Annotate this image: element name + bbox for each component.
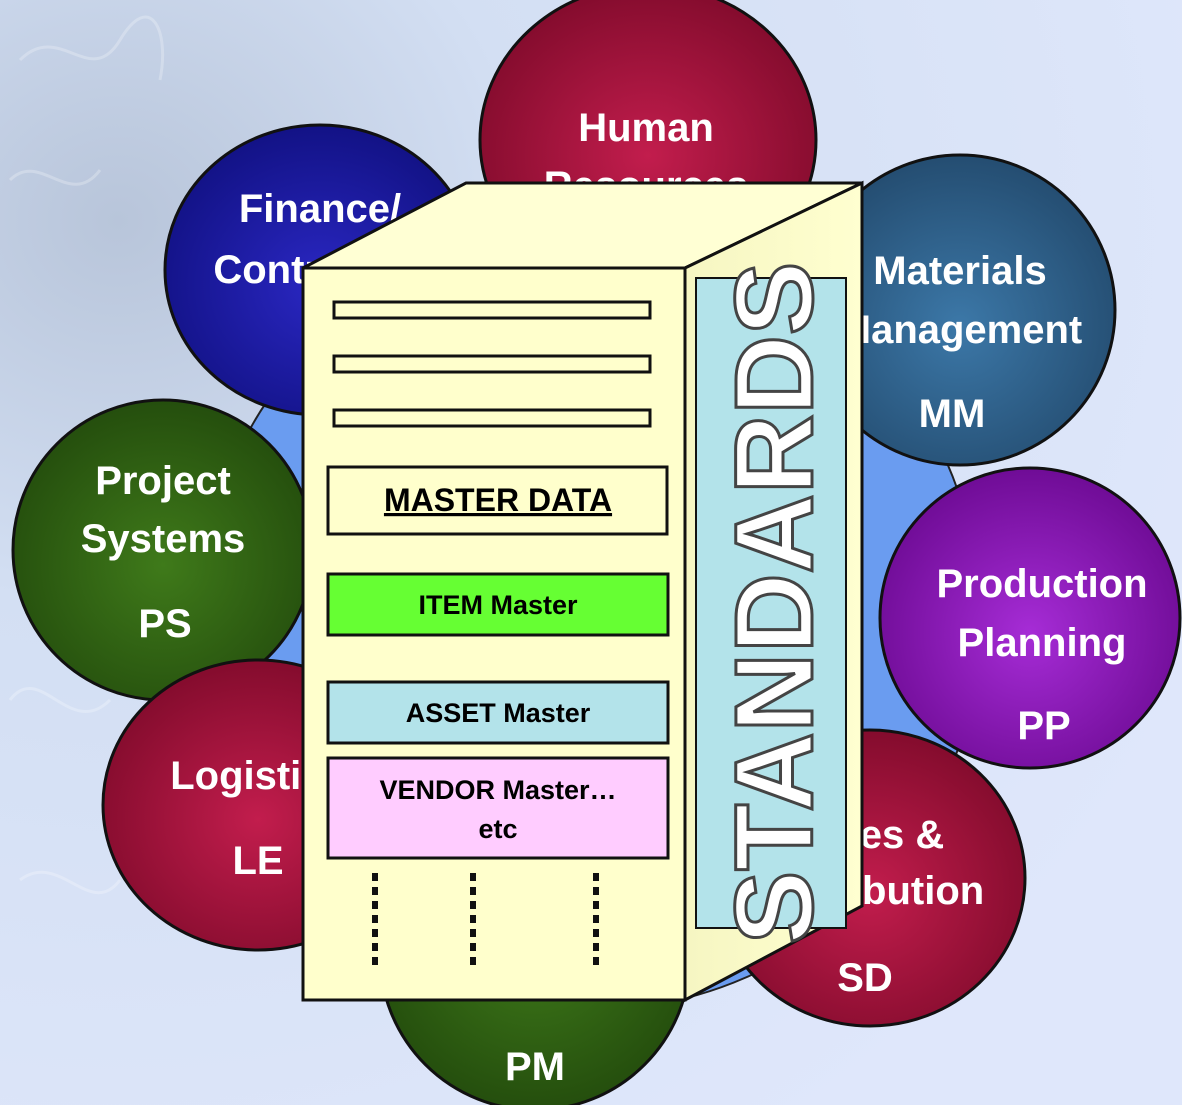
standards-panel	[695, 277, 847, 929]
asset-master-label: ASSET Master	[406, 698, 591, 728]
vendor-master-line1: VENDOR Master…	[379, 775, 616, 805]
module-ps-line3: PS	[138, 602, 191, 646]
drive-slot-1	[332, 300, 652, 320]
module-pp-line2: Planning	[958, 621, 1127, 665]
master-data-box	[326, 465, 669, 536]
drive-slot-3	[332, 408, 652, 428]
module-le-line2: LE	[232, 839, 283, 883]
vendor-master-line2: etc	[478, 814, 517, 844]
module-mm-line3: MM	[919, 392, 986, 436]
vendor-master-box[interactable]	[326, 756, 670, 860]
item-master-label: ITEM Master	[418, 590, 578, 620]
asset-master-box[interactable]	[326, 680, 670, 745]
module-mm[interactable]: Materials Management MM	[803, 153, 1117, 467]
item-master-box[interactable]	[326, 572, 670, 637]
module-pp[interactable]: Production Planning PP	[878, 466, 1182, 770]
module-pp-line3: PP	[1017, 704, 1070, 748]
module-ps-line2: Systems	[81, 517, 246, 561]
master-data-label: MASTER DATA	[384, 482, 612, 518]
module-hr-line1: Human	[578, 106, 714, 150]
module-fi-line1: Finance/	[239, 187, 401, 231]
module-pp-line1: Production	[936, 562, 1147, 606]
module-ps[interactable]: Project Systems PS	[11, 398, 315, 702]
module-sd-line3: SD	[837, 956, 893, 1000]
standards-label: STANDARDS	[713, 262, 836, 944]
server-cabinet: MASTER DATA ITEM Master ASSET Master VEN…	[301, 180, 864, 1003]
drive-slot-2	[332, 354, 652, 374]
module-ps-line1: Project	[95, 459, 231, 503]
module-mm-line2: Management	[838, 308, 1083, 352]
module-mm-line1: Materials	[873, 249, 1046, 293]
module-pp-circle	[878, 466, 1182, 770]
module-pm-line1: PM	[505, 1045, 565, 1089]
